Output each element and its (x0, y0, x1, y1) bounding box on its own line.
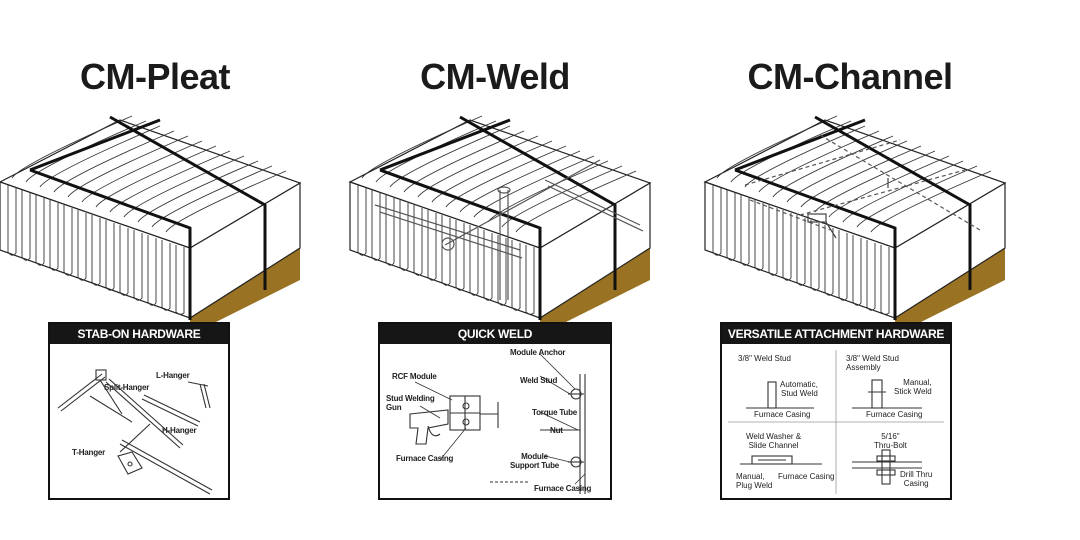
torque-tube-label: Torque Tube (532, 408, 578, 417)
furnace-casing-tr-label: Furnace Casing (866, 410, 923, 419)
t-hanger-label: T-Hanger (72, 448, 106, 457)
nut-label: Nut (550, 426, 563, 435)
furnace-casing-left-label: Furnace Casing (396, 454, 454, 463)
stud-welding-gun-label: Stud Welding Gun (386, 394, 435, 412)
cm-pleat-block (0, 114, 302, 337)
cm-weld-title: CM-Weld (420, 56, 570, 97)
h-hanger-label: H-Hanger (162, 426, 197, 435)
cm-channel-title: CM-Channel (747, 56, 954, 97)
quick-weld-panel: QUICK WELD (378, 322, 612, 500)
l-hanger-label: L-Hanger (156, 371, 190, 380)
stab-on-hardware-panel: STAB-ON HARDWARE Split-Hanger L-Hanger H… (48, 322, 230, 500)
automatic-stud-weld-label: Automatic, Stud Weld (780, 380, 818, 398)
panel-header: STAB-ON HARDWARE (50, 324, 228, 344)
module-support-tube-label: Module Support Tube (510, 452, 559, 470)
weld-stud-assembly-label: 3/8" Weld Stud Assembly (846, 354, 899, 372)
cm-weld-block (348, 114, 652, 337)
manual-stick-weld-label: Manual, Stick Weld (894, 378, 932, 396)
split-hanger-label: Split-Hanger (104, 383, 150, 392)
quick-weld-drawing (409, 353, 586, 494)
panel-header: QUICK WELD (380, 324, 610, 344)
weld-washer-slide-channel-label: Weld Washer & Slide Channel (746, 432, 802, 450)
cm-pleat-title: CM-Pleat (79, 56, 231, 97)
rcf-module-label: RCF Module (392, 372, 437, 381)
drill-thru-casing-label: Drill Thru Casing (900, 470, 933, 488)
versatile-attachment-panel: VERSATILE ATTACHMENT HARDWARE 3/8" Weld … (720, 322, 952, 500)
furnace-casing-right-label: Furnace Casing (534, 484, 592, 493)
module-anchor-label: Module Anchor (510, 348, 566, 357)
manual-plug-weld-label: Manual, Plug Weld (736, 472, 773, 490)
weld-stud-38-label: 3/8" Weld Stud (738, 354, 791, 363)
furnace-casing-bl-label: Furnace Casing (778, 472, 835, 481)
weld-stud-label: Weld Stud (520, 376, 558, 385)
cm-channel-block (703, 114, 1007, 337)
versatile-attachment-drawing (728, 350, 944, 494)
panel-header: VERSATILE ATTACHMENT HARDWARE (722, 324, 950, 344)
thru-bolt-label: 5/16" Thru-Bolt (874, 432, 907, 450)
stab-on-hardware-drawing (57, 369, 213, 495)
furnace-casing-tl-label: Furnace Casing (754, 410, 811, 419)
